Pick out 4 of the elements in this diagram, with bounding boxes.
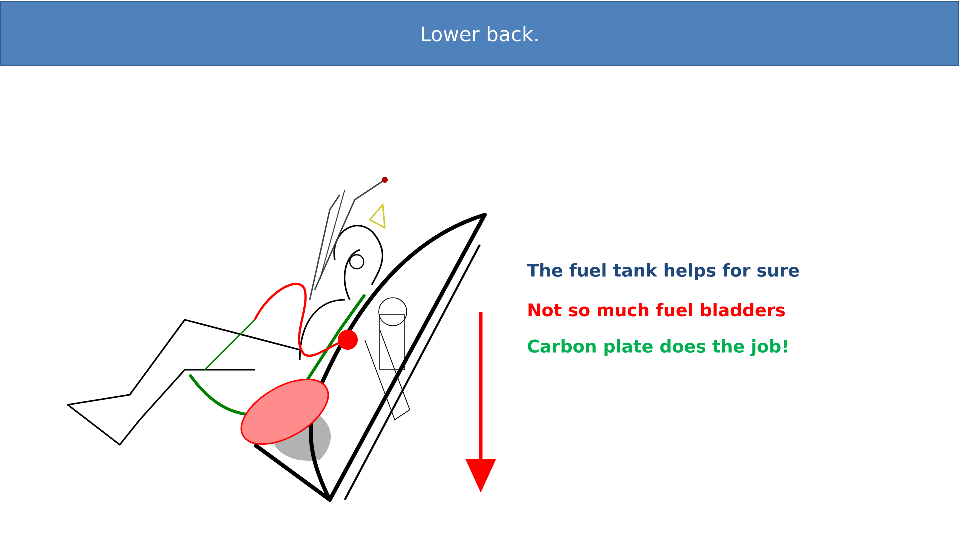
note-text: Carbon plate does the job! [528, 339, 788, 356]
note-text: Not so much fuel bladders [528, 303, 786, 317]
title-banner: Lower back. [0, 2, 960, 66]
note-text: The fuel tank helps for sure [527, 264, 800, 280]
